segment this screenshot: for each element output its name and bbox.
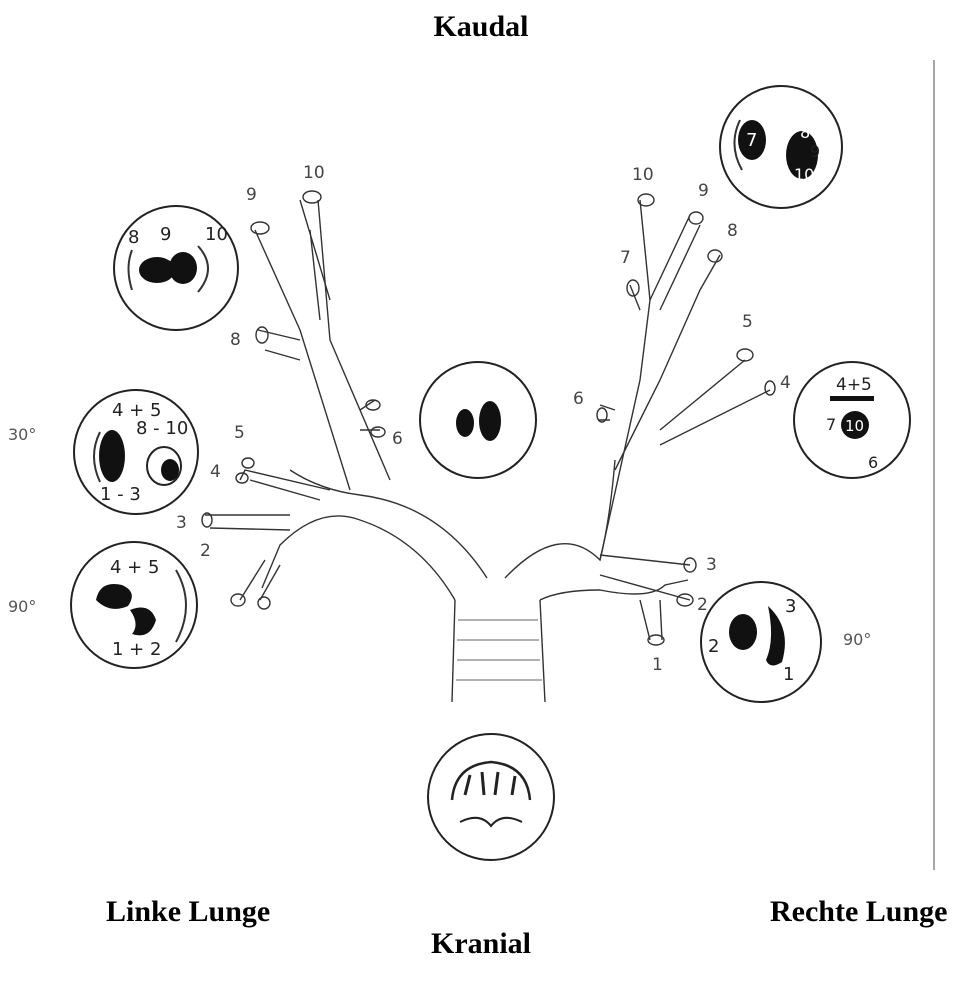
trachea-outline bbox=[452, 600, 545, 702]
right-branch-10: 10 bbox=[632, 165, 654, 185]
angle-label-right-90: 90° bbox=[843, 630, 871, 649]
view-circle-left-low: 4 + 5 1 + 2 bbox=[71, 542, 197, 668]
left-branch-8: 8 bbox=[230, 330, 241, 350]
view-right-upper-10: 10 bbox=[794, 165, 814, 184]
view-right-upper-9: 9 bbox=[810, 142, 820, 161]
view-circle-right-upper: 7 8 9 10 bbox=[720, 86, 842, 208]
right-branch-3: 3 bbox=[706, 555, 717, 575]
view-right-low-3: 3 bbox=[785, 596, 796, 617]
view-circle-left-upper: 8 9 10 bbox=[114, 206, 238, 330]
view-circle-right-mid: 4+5 7 10 6 bbox=[794, 362, 910, 478]
view-left-low-12: 1 + 2 bbox=[112, 639, 161, 660]
view-circle-center bbox=[420, 362, 536, 478]
angle-label-left-30: 30° bbox=[8, 425, 36, 444]
left-branch-5: 5 bbox=[234, 423, 245, 443]
left-branch-10: 10 bbox=[303, 163, 325, 183]
view-right-mid-7: 7 bbox=[826, 415, 836, 434]
angle-label-left-90: 90° bbox=[8, 597, 36, 616]
view-left-upper-8: 8 bbox=[128, 227, 139, 248]
right-branch-5: 5 bbox=[742, 312, 753, 332]
view-right-upper-8: 8 bbox=[800, 123, 810, 142]
view-left-upper-10: 10 bbox=[205, 224, 228, 245]
view-right-low-1: 1 bbox=[783, 664, 794, 685]
right-branch-7: 7 bbox=[620, 248, 631, 268]
left-branch-9: 9 bbox=[246, 185, 257, 205]
view-right-upper-7: 7 bbox=[746, 130, 757, 151]
bronchial-tree bbox=[202, 191, 775, 702]
view-right-mid-10: 10 bbox=[845, 417, 864, 435]
left-branch-2: 2 bbox=[200, 541, 211, 561]
view-left-upper-9: 9 bbox=[160, 224, 171, 245]
right-branch-9: 9 bbox=[698, 181, 709, 201]
view-left-low-45: 4 + 5 bbox=[110, 557, 159, 578]
right-branch-1: 1 bbox=[652, 655, 663, 675]
view-circle-bottom bbox=[428, 734, 554, 860]
view-right-mid-45: 4+5 bbox=[836, 375, 872, 395]
left-branch-3: 3 bbox=[176, 513, 187, 533]
view-left-mid-13: 1 - 3 bbox=[100, 484, 141, 505]
view-circle-left-mid: 4 + 5 8 - 10 1 - 3 bbox=[74, 390, 198, 514]
view-left-mid-810: 8 - 10 bbox=[136, 418, 188, 439]
view-right-mid-6: 6 bbox=[868, 453, 878, 472]
view-right-low-2: 2 bbox=[708, 636, 719, 657]
right-branch-4: 4 bbox=[780, 373, 791, 393]
left-branch-4: 4 bbox=[210, 462, 221, 482]
right-branch-8: 8 bbox=[727, 221, 738, 241]
left-branch-6: 6 bbox=[392, 429, 403, 449]
right-branch-6: 6 bbox=[573, 389, 584, 409]
view-circle-right-low: 3 2 1 bbox=[701, 582, 821, 702]
right-branch-2: 2 bbox=[697, 595, 708, 615]
